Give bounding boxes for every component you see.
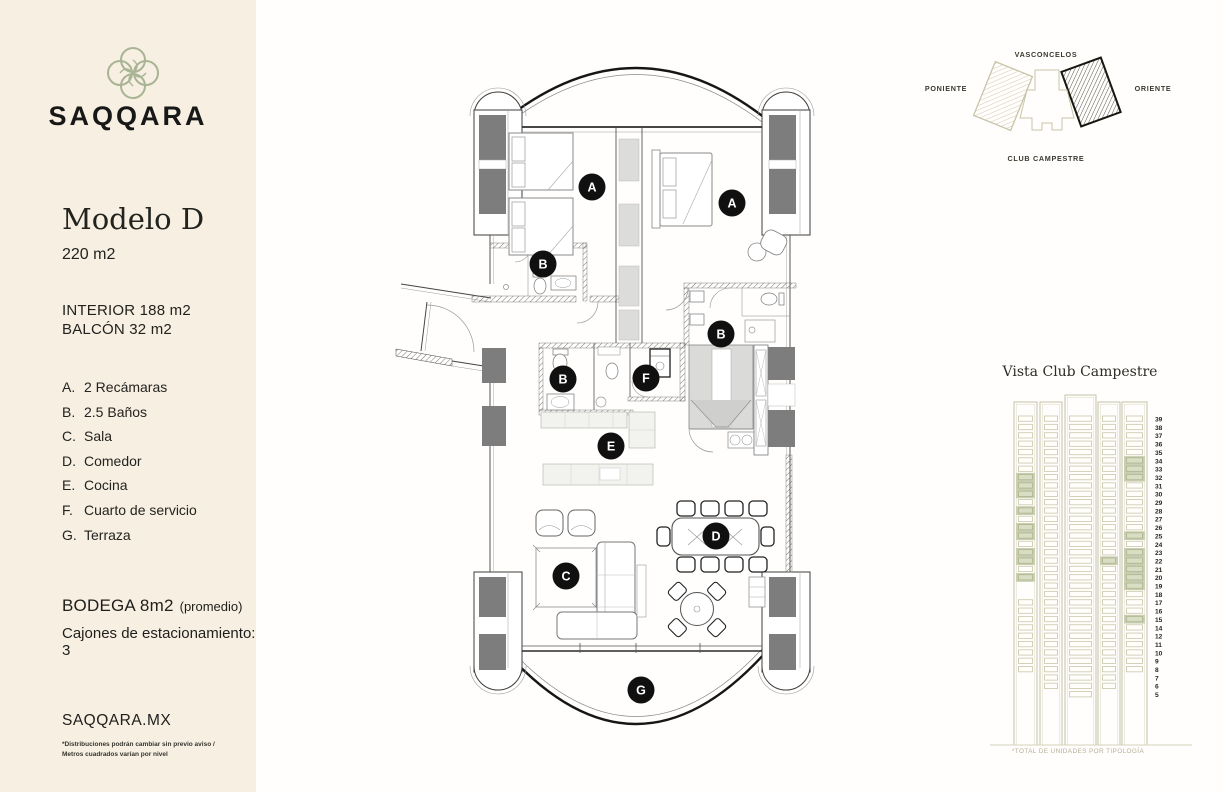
- legend-item: D.Comedor: [62, 452, 142, 469]
- master-bed: [651, 149, 788, 262]
- svg-text:14: 14: [1155, 625, 1163, 632]
- svg-text:21: 21: [1155, 567, 1163, 574]
- svg-text:A: A: [727, 197, 736, 211]
- interior-area: INTERIOR 188 m2: [62, 302, 191, 319]
- room-markers: A A B B B F E C D G: [529, 173, 746, 704]
- legend-item: A.2 Recámaras: [62, 379, 168, 395]
- svg-text:8: 8: [1155, 667, 1159, 674]
- svg-text:27: 27: [1155, 517, 1163, 524]
- svg-text:G: G: [636, 684, 646, 698]
- svg-text:16: 16: [1155, 609, 1163, 616]
- entry-vestibule: [395, 283, 492, 373]
- site-label-west: PONIENTE: [925, 84, 967, 93]
- svg-text:22: 22: [1155, 558, 1163, 565]
- svg-text:17: 17: [1155, 600, 1163, 607]
- svg-text:20: 20: [1155, 575, 1163, 582]
- living-room-furniture: [532, 509, 647, 640]
- svg-text:F: F: [642, 372, 650, 386]
- parking-label: Cajones de estacionamiento: 3: [62, 625, 256, 659]
- svg-text:B: B: [538, 258, 547, 272]
- svg-text:12: 12: [1155, 634, 1163, 641]
- balcony-area: BALCÓN 32 m2: [62, 321, 172, 338]
- svg-text:29: 29: [1155, 500, 1163, 507]
- amenity-building-footprint: [1019, 69, 1075, 131]
- svg-text:35: 35: [1155, 450, 1163, 457]
- area-metrics: INTERIOR 188 m2 BALCÓN 32 m2: [62, 301, 191, 339]
- website-label: SAQQARA.MX: [62, 712, 172, 729]
- svg-text:11: 11: [1155, 642, 1162, 649]
- legend-item: B.2.5 Baños: [62, 403, 148, 420]
- svg-text:23: 23: [1155, 550, 1163, 557]
- storage-note: (promedio): [179, 599, 243, 614]
- site-label-east: ORIENTE: [1135, 84, 1172, 93]
- svg-text:10: 10: [1155, 650, 1163, 657]
- twin-beds: [508, 132, 574, 256]
- svg-text:15: 15: [1155, 617, 1163, 624]
- svg-text:28: 28: [1155, 508, 1163, 515]
- svg-text:C: C: [561, 570, 570, 584]
- svg-text:32: 32: [1155, 475, 1163, 482]
- svg-text:33: 33: [1155, 467, 1163, 474]
- closet-cells: [618, 138, 640, 341]
- svg-text:B: B: [716, 328, 725, 342]
- corner-tower-bottom-right: [757, 571, 815, 695]
- elevation-footnote: *TOTAL DE UNIDADES POR TIPOLOGÍA: [1012, 746, 1145, 755]
- kitchen-counters: [540, 411, 656, 486]
- site-label-north: VASCONCELOS: [1015, 50, 1078, 59]
- saqqara-logo-icon: [107, 47, 159, 99]
- sidebar: SAQQARA Modelo D 220 m2 INTERIOR 188 m2 …: [0, 0, 256, 792]
- svg-text:6: 6: [1155, 684, 1159, 691]
- svg-text:30: 30: [1155, 492, 1163, 499]
- svg-text:5: 5: [1155, 692, 1159, 699]
- model-area: 220 m2: [62, 246, 116, 263]
- svg-text:9: 9: [1155, 659, 1159, 666]
- poniente-tower-footprint: [972, 60, 1034, 132]
- legend-item: E.Cocina: [62, 477, 128, 494]
- svg-text:26: 26: [1155, 525, 1163, 532]
- svg-text:D: D: [711, 530, 720, 544]
- svg-text:7: 7: [1155, 675, 1159, 682]
- svg-text:38: 38: [1155, 425, 1163, 432]
- svg-text:36: 36: [1155, 442, 1163, 449]
- service-core: [688, 344, 755, 453]
- oriente-tower-footprint-highlighted: [1060, 56, 1122, 128]
- site-label-south: CLUB CAMPESTRE: [1008, 154, 1085, 163]
- model-block: Modelo D 220 m2: [62, 202, 204, 264]
- svg-text:E: E: [607, 440, 615, 454]
- legend-item: G.Terraza: [62, 526, 131, 543]
- svg-text:A: A: [587, 181, 596, 195]
- svg-text:B: B: [558, 373, 567, 387]
- svg-text:39: 39: [1155, 417, 1163, 424]
- svg-text:34: 34: [1155, 458, 1163, 465]
- storage-block: BODEGA 8m2 (promedio) Cajones de estacion…: [62, 596, 256, 659]
- elevation-title: Vista Club Campestre: [1002, 364, 1158, 380]
- disclaimer: *Distribuciones podrán cambiar sin previ…: [62, 741, 215, 759]
- legend-item: C.Sala: [62, 428, 113, 445]
- main-area: A A B B B F E C D G VASCONCELOS PONIENTE ORIENTE: [256, 0, 1224, 792]
- svg-text:24: 24: [1155, 542, 1163, 549]
- floor-plan-drawing: A A B B B F E C D G: [395, 66, 815, 726]
- corner-tower-bottom-left: [469, 571, 527, 695]
- master-wardrobe: [753, 344, 769, 456]
- storage-label: BODEGA 8m2: [62, 596, 174, 615]
- svg-text:18: 18: [1155, 592, 1163, 599]
- brand-wordmark: SAQQARA: [48, 101, 208, 131]
- model-title: Modelo D: [62, 202, 205, 236]
- svg-text:19: 19: [1155, 584, 1163, 591]
- cabinet: [748, 576, 766, 608]
- breakfast-table: [667, 581, 727, 638]
- svg-text:37: 37: [1155, 433, 1163, 440]
- legend-item: F.Cuarto de servicio: [62, 501, 197, 518]
- corner-tower-top-right: [757, 87, 815, 236]
- master-bath-fixtures: [689, 287, 790, 343]
- site-orientation-diagram: VASCONCELOS PONIENTE ORIENTE CLUB CAMPES…: [925, 50, 1172, 163]
- svg-text:25: 25: [1155, 533, 1163, 540]
- svg-text:31: 31: [1155, 483, 1163, 490]
